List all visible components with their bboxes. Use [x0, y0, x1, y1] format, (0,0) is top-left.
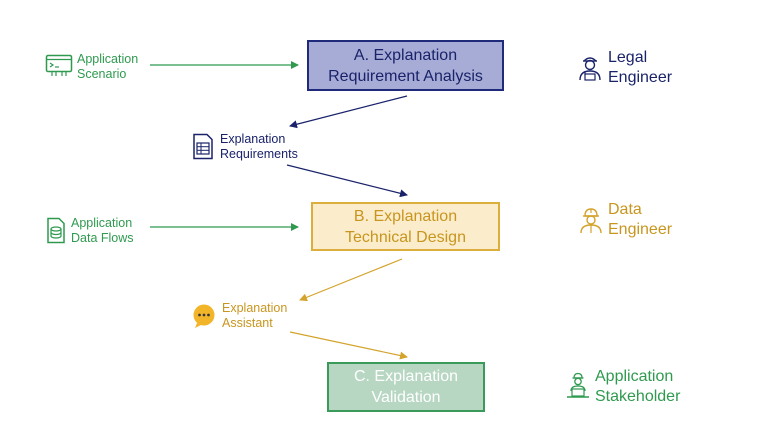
- arrow-b-to-assistant: [299, 258, 403, 302]
- legal-engineer-icon: [579, 57, 601, 81]
- output-explanation-requirements: Explanation Requirements: [220, 132, 298, 162]
- legal-line2: Engineer: [608, 69, 673, 86]
- arrow-assistant-to-c: [289, 331, 408, 360]
- database-file-icon: [47, 217, 65, 244]
- dataflows-line2: Data Flows: [71, 231, 134, 245]
- box-b-line2: Technical Design: [345, 228, 466, 246]
- assistant-line2: Assistant: [222, 316, 273, 330]
- box-validation: C. Explanation Validation: [327, 362, 485, 412]
- box-c-line2: Validation: [371, 389, 441, 406]
- box-technical-design: B. Explanation Technical Design: [311, 202, 500, 251]
- role-legal-engineer: Legal Engineer: [608, 48, 672, 88]
- output-explanation-assistant: Explanation Assistant: [222, 301, 287, 331]
- scenario-line1: Application: [77, 52, 139, 66]
- data-line1: Data: [608, 201, 642, 218]
- chat-bubble-icon: [193, 304, 215, 328]
- box-a-line2: Requirement Analysis: [328, 67, 483, 85]
- scenario-line2: Scenario: [77, 67, 127, 81]
- stakeholder-icon: [567, 372, 589, 398]
- arrow-a-to-requirements: [289, 95, 408, 129]
- stakeholder-line1: Application: [595, 368, 674, 385]
- input-application-scenario: Application Scenario: [77, 52, 138, 82]
- requirements-line2: Requirements: [220, 147, 298, 161]
- role-application-stakeholder: Application Stakeholder: [595, 367, 680, 407]
- requirements-line1: Explanation: [220, 132, 286, 146]
- data-line2: Engineer: [608, 221, 673, 238]
- box-requirement-analysis: A. Explanation Requirement Analysis: [307, 40, 504, 91]
- box-c-line1: C. Explanation: [353, 368, 459, 385]
- legal-line1: Legal: [608, 49, 648, 66]
- terminal-icon: [45, 54, 73, 76]
- input-application-data-flows: Application Data Flows: [71, 216, 134, 246]
- document-list-icon: [193, 133, 213, 160]
- role-data-engineer: Data Engineer: [608, 200, 672, 240]
- assistant-line1: Explanation: [222, 301, 288, 315]
- data-engineer-icon: [580, 208, 602, 234]
- stakeholder-line2: Stakeholder: [595, 388, 681, 405]
- dataflows-line1: Application: [71, 216, 133, 230]
- arrow-requirements-to-b: [286, 164, 408, 198]
- box-b-line1: B. Explanation: [353, 207, 458, 225]
- box-a-line1: A. Explanation: [353, 46, 458, 64]
